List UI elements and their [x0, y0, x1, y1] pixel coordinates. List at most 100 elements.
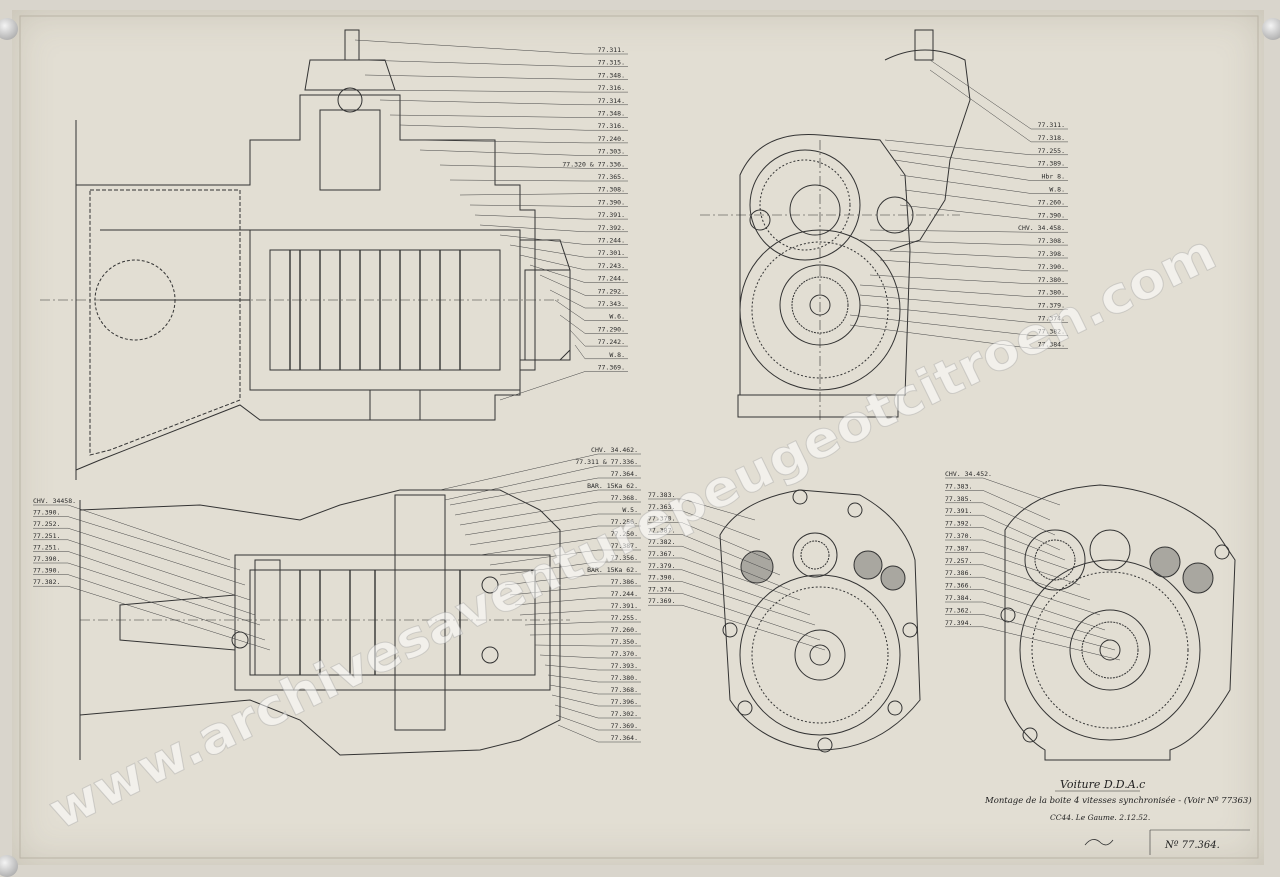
part-label: 77.365. [598, 173, 625, 181]
part-label: CHV. 34.452. [945, 470, 992, 478]
part-label: 77.392. [598, 224, 625, 232]
part-label: W.8. [609, 351, 625, 359]
part-label: 77.350. [611, 638, 638, 646]
part-label: 77.380. [1038, 289, 1065, 297]
part-label: 77.316. [598, 122, 625, 130]
leader-line [929, 69, 1032, 143]
leader-line [559, 314, 586, 334]
part-label: CHV. 34.462. [591, 446, 638, 454]
watermark-text: www.archivesaventurepeugeotcitroen.com [40, 223, 1225, 841]
leader-line [389, 114, 586, 118]
leader-line [504, 573, 599, 586]
part-label: 77.302. [611, 710, 638, 718]
leader-line [444, 465, 599, 501]
leader-line [849, 314, 1032, 336]
part-label: 77.369. [648, 597, 675, 605]
part-label: 77.364. [611, 734, 638, 742]
drawing-sheet [12, 10, 1264, 865]
leader-line [894, 159, 1032, 181]
leader-line [681, 545, 791, 591]
part-label: 77.368. [611, 494, 638, 502]
view-bottom-mid-endview [719, 489, 921, 753]
leader-line [982, 614, 1116, 651]
leader-line [859, 284, 1032, 297]
part-label: 77.316. [598, 84, 625, 92]
part-label: 77.356. [611, 554, 638, 562]
leader-line [982, 576, 1101, 616]
part-label: 77.303. [598, 148, 625, 156]
title-block: Voiture D.D.A.c Montage de la boite 4 vi… [984, 778, 1252, 855]
leader-line [929, 59, 1032, 130]
leader-line [681, 593, 821, 641]
leader-line [459, 193, 586, 196]
leader-line [539, 654, 599, 659]
part-label: 77.311 & 77.336. [575, 458, 638, 466]
leader-line [554, 704, 599, 719]
leader-line [67, 516, 241, 571]
part-label: 77.243. [598, 262, 625, 270]
part-label: 77.387. [611, 542, 638, 550]
leader-line [499, 234, 586, 245]
part-label: 77.382. [33, 578, 60, 586]
leader-line [681, 522, 771, 561]
leader-line [849, 324, 1032, 349]
part-label: 77.385. [945, 495, 972, 503]
leader-line [982, 477, 1061, 506]
part-label: 77.308. [598, 186, 625, 194]
part-labels: 77.311.77.315.77.348.77.316.77.314.77.34… [33, 46, 1065, 742]
leader-line [859, 239, 1032, 246]
leader-line [681, 581, 816, 626]
watermark: www.archivesaventurepeugeotcitroen.com [39, 223, 1225, 842]
leader-line [681, 498, 756, 521]
leader-line [359, 59, 586, 67]
leader-line [549, 684, 599, 695]
leader-line [439, 164, 586, 169]
leader-line [681, 604, 826, 651]
leader-line [982, 589, 1106, 631]
part-label: 77.260. [611, 626, 638, 634]
part-label: 77.393. [611, 662, 638, 670]
part-label: 77.369. [611, 722, 638, 730]
part-label: 77.244. [598, 275, 625, 283]
part-label: 77.390. [598, 198, 625, 206]
leader-line [982, 490, 1051, 521]
leader-line [514, 597, 599, 606]
leader-line [889, 149, 1032, 168]
leader-line [449, 477, 599, 506]
part-label: 77.314. [598, 97, 625, 105]
part-label: 77.348. [598, 71, 625, 79]
part-label: 77.292. [598, 287, 625, 295]
leader-line [539, 274, 586, 296]
leader-line [419, 149, 586, 156]
leader-line [67, 539, 251, 601]
leader-line [982, 539, 1071, 571]
part-label: 77.252. [33, 520, 60, 528]
part-label: 77.370. [945, 532, 972, 540]
leader-line [982, 502, 1056, 536]
leader-line [574, 344, 586, 359]
leader-line [879, 259, 1032, 272]
part-label: 77.343. [598, 300, 625, 308]
part-label: 77.369. [598, 364, 625, 372]
part-label: 77.362. [945, 606, 972, 614]
leader-line [67, 504, 231, 561]
part-label: 77.370. [611, 650, 638, 658]
part-label: 77.382. [648, 538, 675, 546]
view-top-right-elevation [700, 29, 971, 420]
part-label: 77.311. [1038, 121, 1065, 129]
part-label: 77.364. [611, 470, 638, 478]
part-label: 77.308. [1038, 237, 1065, 245]
leader-line [549, 289, 586, 309]
part-label: 77.383. [648, 491, 675, 499]
leader-line [529, 633, 599, 636]
part-label: 77.301. [598, 249, 625, 257]
pin-top-right [1262, 18, 1280, 40]
part-label: 77.290. [598, 325, 625, 333]
leader-line [982, 601, 1111, 641]
leader-line [469, 204, 586, 207]
part-label: 77.390. [648, 574, 675, 582]
part-label: CHV. 34458. [33, 497, 76, 505]
leader-line [499, 371, 586, 401]
leader-line [681, 569, 811, 616]
leader-line [681, 534, 781, 576]
